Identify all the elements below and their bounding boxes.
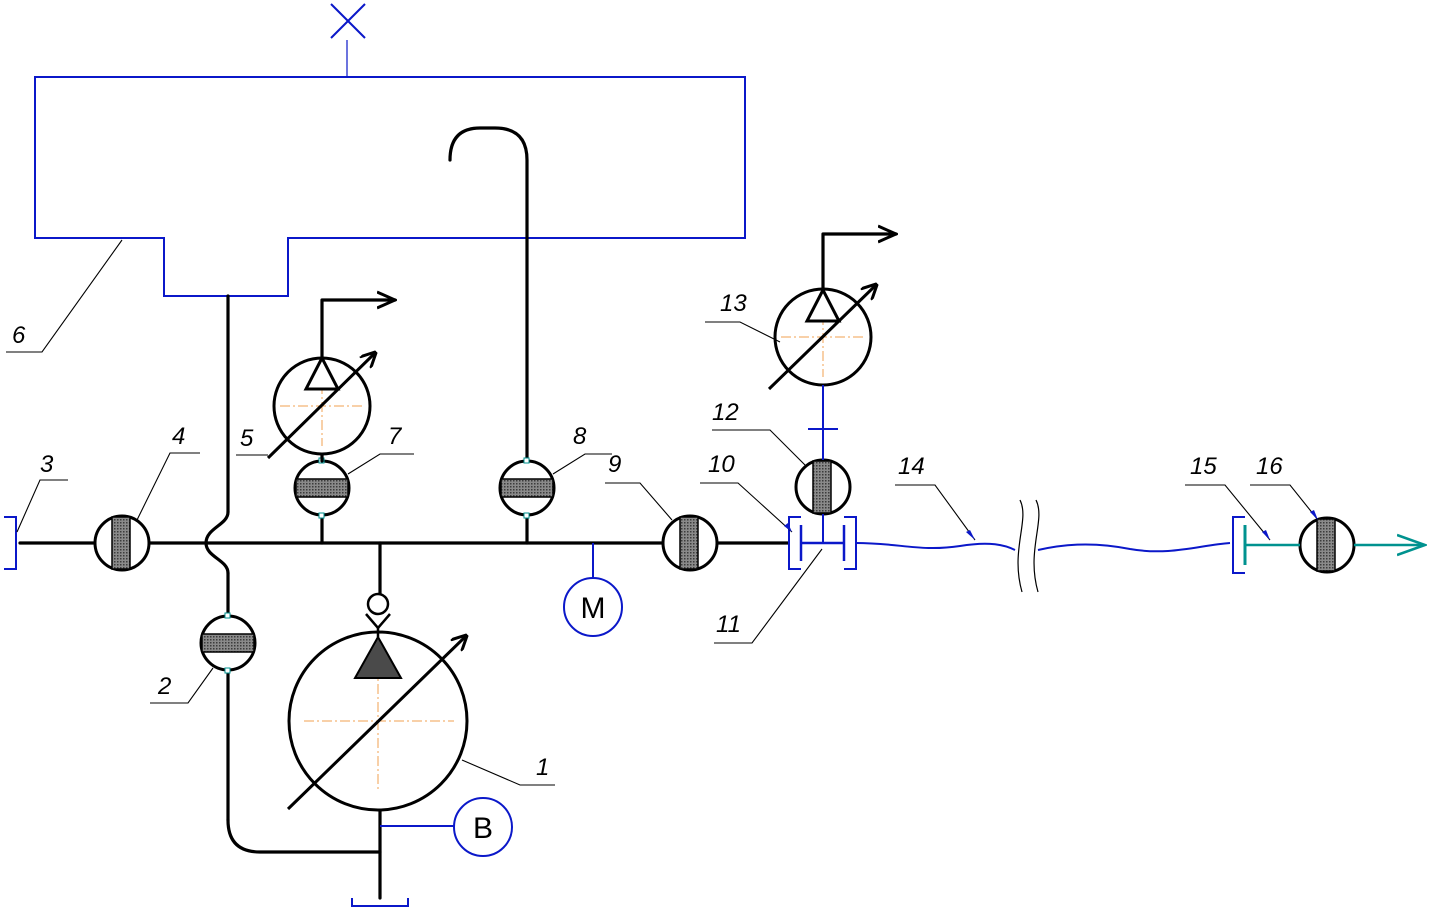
label-1: 1 — [536, 754, 549, 781]
connector-15 — [1232, 516, 1425, 574]
label-11: 11 — [716, 611, 741, 638]
pump-5 — [266, 300, 395, 463]
label-6: 6 — [12, 322, 26, 349]
valve-7 — [293, 459, 351, 517]
label-13: 13 — [720, 290, 747, 317]
tank-breather-icon — [330, 3, 366, 39]
label-15: 15 — [1190, 453, 1217, 480]
label-2: 2 — [157, 673, 171, 700]
label-14: 14 — [898, 453, 925, 480]
label-10: 10 — [708, 451, 735, 478]
label-9: 9 — [608, 451, 621, 478]
drain-symbol — [351, 898, 409, 907]
tank — [34, 3, 746, 297]
valve-2 — [199, 614, 257, 672]
valve-9 — [661, 514, 719, 572]
main-pump — [286, 592, 467, 812]
check-valve-icon — [366, 592, 390, 616]
label-3: 3 — [40, 451, 54, 478]
valve-8 — [498, 459, 556, 517]
valve-12 — [794, 458, 852, 516]
label-16: 16 — [1256, 453, 1283, 480]
valve-16 — [1298, 516, 1356, 574]
pump-13 — [767, 234, 896, 543]
label-8: 8 — [573, 423, 587, 450]
vacuum-gauge-letter: B — [473, 812, 493, 845]
pump-variable-arrow — [286, 636, 466, 811]
label-7: 7 — [388, 423, 403, 450]
label-4: 4 — [172, 423, 185, 450]
valve-4 — [93, 514, 151, 572]
position-labels: 1 2 3 4 5 6 7 8 9 10 11 12 13 14 15 16 — [12, 290, 1283, 781]
leader-lines — [6, 239, 1319, 786]
valve-stem-marks — [224, 457, 530, 674]
pump-direction-triangle — [353, 634, 403, 679]
pressure-gauge-letter: M — [581, 592, 606, 625]
pressure-gauge: M — [563, 543, 623, 637]
leader-arrowheads — [784, 510, 1318, 540]
hose-14 — [855, 499, 1231, 593]
label-5: 5 — [240, 425, 254, 452]
inlet-cap — [4, 516, 17, 570]
vacuum-gauge: B — [380, 797, 513, 857]
pipelines — [18, 126, 790, 900]
label-12: 12 — [712, 399, 739, 426]
